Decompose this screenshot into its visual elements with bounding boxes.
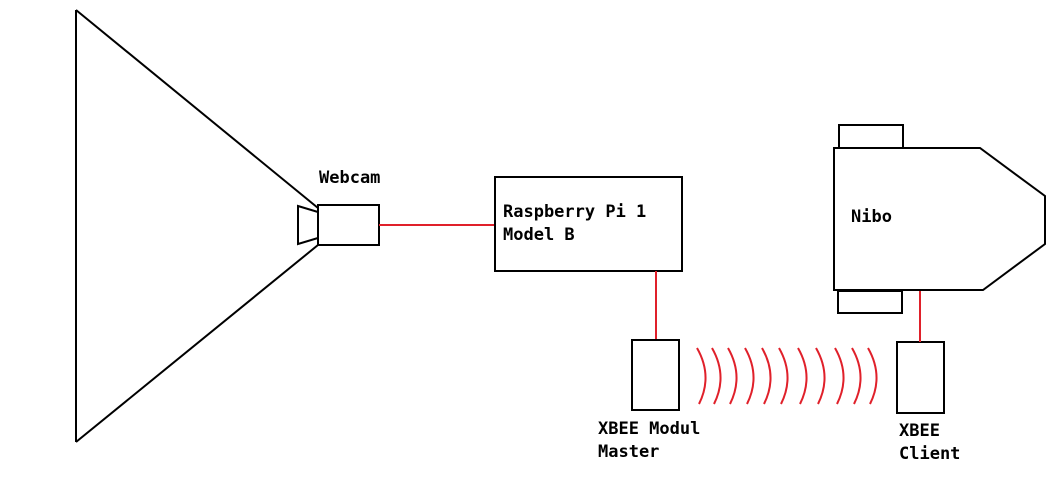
xbee-master-label-line1: XBEE Modul — [598, 419, 700, 439]
nibo-top-wheel — [838, 124, 904, 149]
radio-wave — [711, 347, 722, 405]
nibo-label: Nibo — [851, 207, 892, 227]
radio-wave — [727, 347, 738, 405]
radio-wave — [834, 347, 845, 405]
radio-wave — [815, 347, 826, 405]
nibo-robot-body — [833, 147, 1046, 291]
camera-field-of-view — [75, 9, 319, 443]
webcam-body — [317, 204, 380, 246]
radio-wave — [744, 347, 755, 405]
xbee-client-box — [896, 341, 945, 414]
raspberry-pi-box — [494, 176, 683, 272]
radio-wave — [867, 347, 878, 405]
radio-wave — [696, 347, 707, 405]
radio-wave — [761, 347, 772, 405]
webcam-label: Webcam — [319, 168, 380, 188]
raspberry-pi-label-line1: Raspberry Pi 1 — [503, 202, 646, 222]
xbee-master-box — [631, 339, 680, 411]
xbee-master-label-line2: Master — [598, 442, 659, 462]
radio-wave — [851, 347, 862, 405]
radio-waves — [696, 347, 878, 405]
radio-wave — [797, 347, 808, 405]
webcam-lens — [297, 204, 319, 246]
xbee-client-label-line2: Client — [899, 444, 960, 464]
xbee-client-label-line1: XBEE — [899, 421, 940, 441]
raspberry-pi-label-line2: Model B — [503, 225, 575, 245]
radio-wave — [778, 347, 789, 405]
nibo-bottom-wheel — [837, 290, 903, 314]
